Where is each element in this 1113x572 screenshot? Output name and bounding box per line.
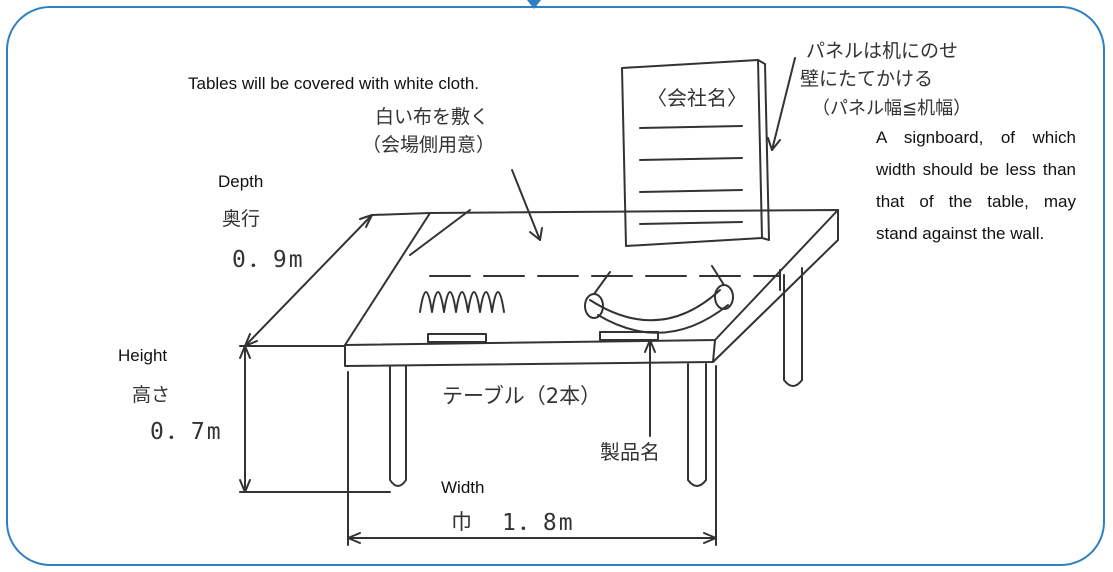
width-label-english: Width <box>441 478 485 497</box>
depth-label-english: Depth <box>218 172 264 191</box>
depth-value: 0．9m <box>232 247 305 273</box>
panel-width-note: （パネル幅≦机幅） <box>812 98 972 119</box>
height-label-japanese: 高さ <box>132 384 171 406</box>
height-dimension <box>239 345 391 493</box>
product-name-label: 製品名 <box>600 440 660 464</box>
depth-dimension <box>239 212 431 347</box>
cloth-note-japanese-1: 白い布を敷く <box>375 106 490 128</box>
depth-label-japanese: 奥行 <box>222 208 261 230</box>
company-name-label: 〈会社名〉 <box>647 86 747 110</box>
cloth-note-english: Tables will be covered with white cloth. <box>188 74 480 93</box>
panel-note-japanese-2: 壁にたてかける <box>800 68 934 90</box>
width-dimension <box>347 365 717 546</box>
panel-note-japanese-1: パネルは机にのせ <box>806 40 959 62</box>
height-value: 0．7m <box>150 419 223 445</box>
width-label-japanese: 巾 <box>451 510 472 534</box>
diagram-frame <box>6 6 1105 566</box>
tabletop <box>344 209 839 367</box>
width-value: 1．8m <box>502 510 575 536</box>
coil-product <box>419 291 505 343</box>
cloth-note-japanese-2: （会場側用意） <box>362 134 496 156</box>
leader-lines <box>511 57 796 437</box>
frame-notch-arrow <box>527 0 541 9</box>
table-legs <box>389 267 803 487</box>
table-count-label: テーブル（2本） <box>442 384 602 408</box>
signboard-note-english: A signboard, of which width should be le… <box>876 128 1076 243</box>
height-label-english: Height <box>118 346 168 365</box>
signboard-panel <box>621 59 770 247</box>
roller-product <box>584 265 734 341</box>
